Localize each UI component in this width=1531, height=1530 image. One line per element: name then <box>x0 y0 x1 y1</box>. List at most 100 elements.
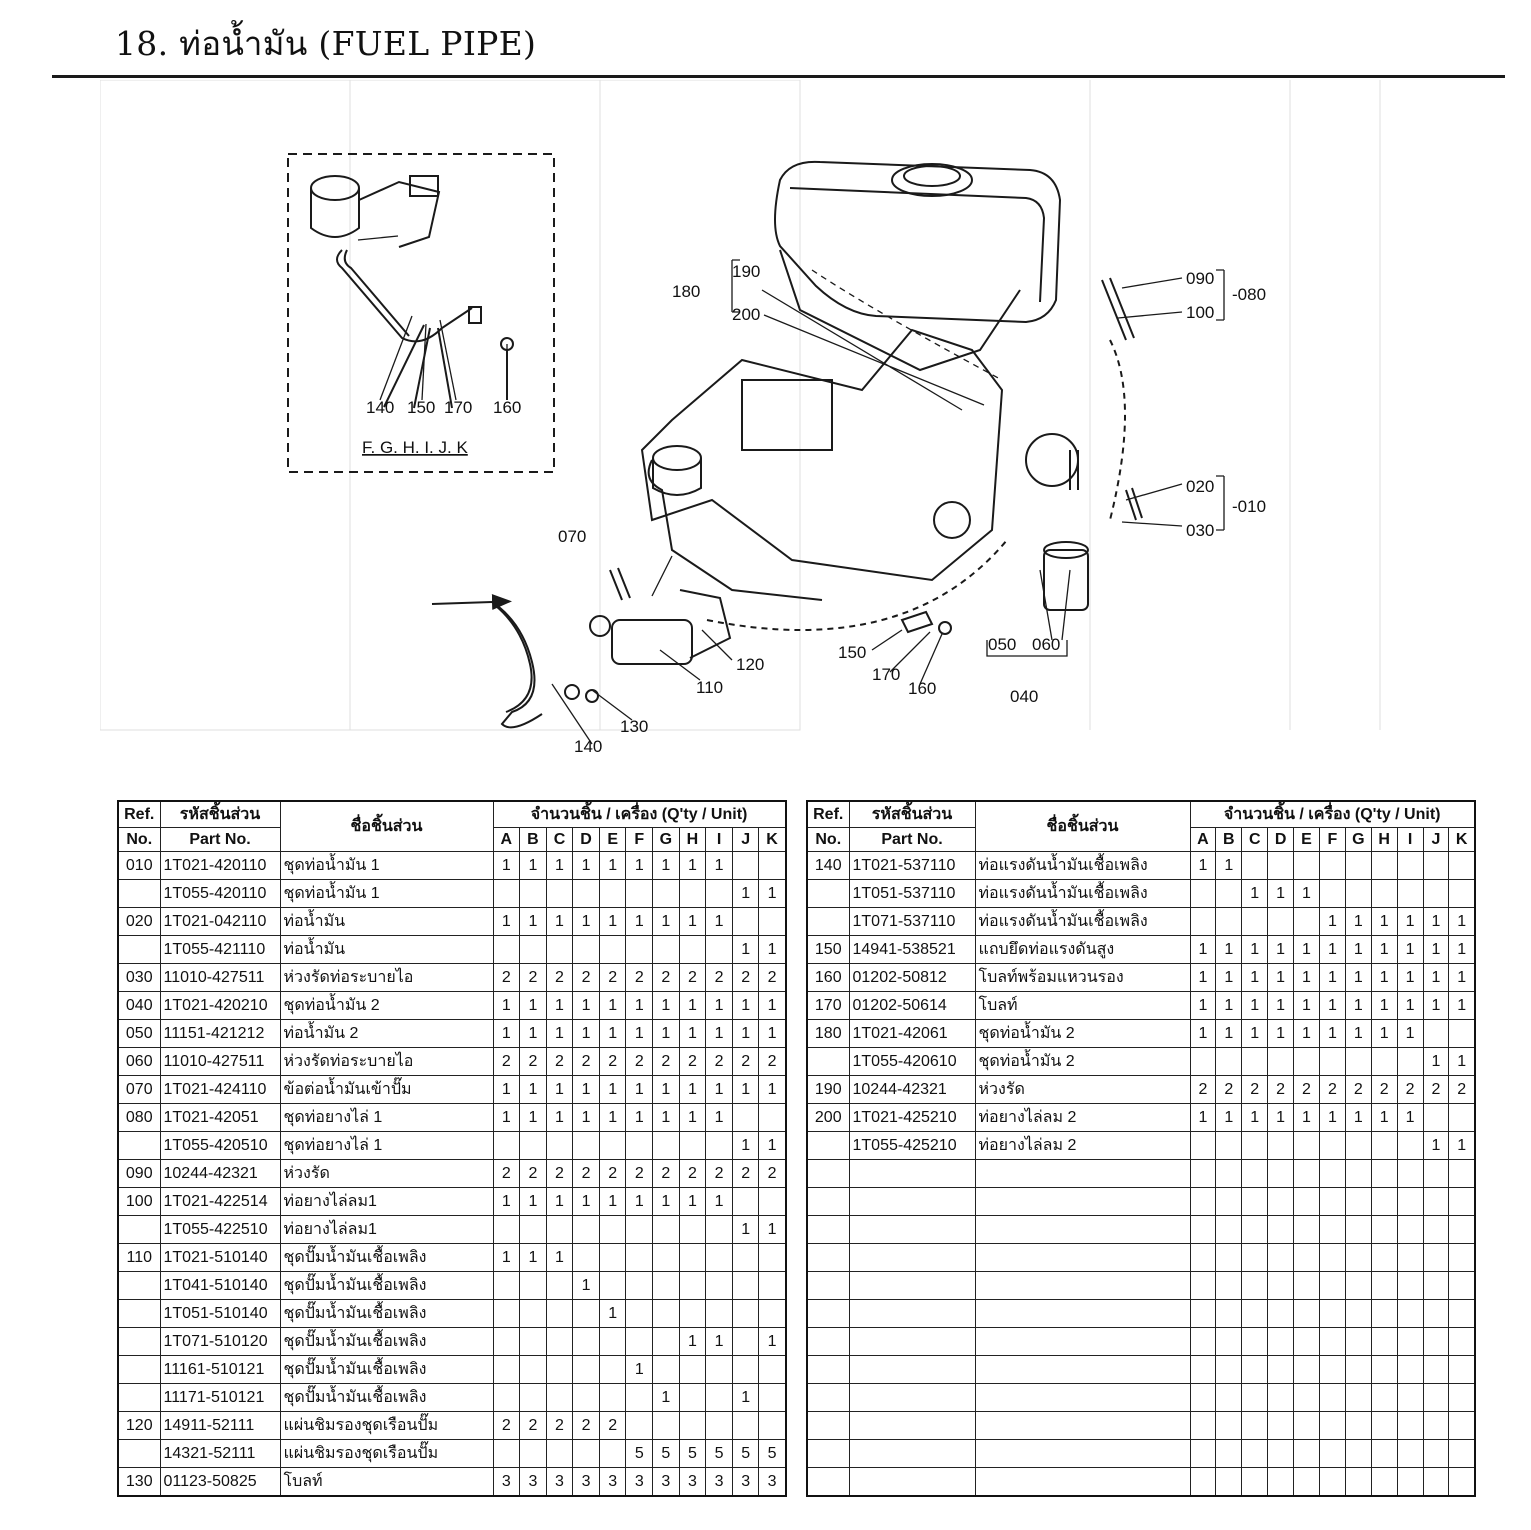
callout-060: 060 <box>1032 635 1060 654</box>
ref-cell: 170 <box>806 991 850 1020</box>
part-number-cell: 1T021-42051 <box>159 1103 281 1132</box>
qty-cell: 2 <box>625 1047 654 1076</box>
model-header-row: No. Part No. A B C D E F G H I J K <box>117 827 787 852</box>
qty-cell: 2 <box>492 1159 521 1188</box>
qty-cell <box>1318 1355 1346 1384</box>
qty-cell: 1 <box>731 1019 760 1048</box>
qty-cell <box>1448 1411 1476 1440</box>
ref-cell <box>806 1355 850 1384</box>
part-name-cell: ห่วงรัด <box>279 1159 494 1188</box>
qty-cell <box>1215 879 1243 908</box>
qty-cell <box>1370 1243 1398 1272</box>
qty-cell: 2 <box>705 963 733 992</box>
qty-cell: 1 <box>731 935 760 964</box>
part-name-cell: ชุดท่อน้ำมัน 1 <box>279 851 494 880</box>
model-b: B <box>1215 827 1243 852</box>
qty-cell <box>519 1355 547 1384</box>
qty-cell: 1 <box>1189 851 1217 880</box>
qty-cell: 2 <box>545 1411 574 1440</box>
ref-cell: 180 <box>806 1019 850 1048</box>
qty-cell: 2 <box>1344 1075 1372 1104</box>
qty-cell: 2 <box>758 1047 787 1076</box>
qty-cell: 1 <box>519 851 547 880</box>
qty-cell <box>705 879 733 908</box>
qty-cell <box>1215 1243 1243 1272</box>
qty-cell <box>519 1215 547 1244</box>
qty-cell: 1 <box>598 1187 627 1216</box>
qty-cell <box>1318 1467 1346 1497</box>
qty-cell: 1 <box>1189 1103 1217 1132</box>
qty-cell <box>1344 1467 1372 1497</box>
part-name-cell: ชุดปั๊มน้ำมันเชื้อเพลิง <box>279 1327 494 1356</box>
part-name-cell: โบลท์พร้อมแหวนรอง <box>974 963 1191 992</box>
qty-cell <box>1422 1439 1450 1468</box>
qty-cell: 3 <box>625 1467 654 1497</box>
qty-cell: 1 <box>492 851 521 880</box>
qty-cell: 1 <box>1241 963 1269 992</box>
qty-cell: 1 <box>1370 935 1398 964</box>
qty-cell: 1 <box>572 1187 600 1216</box>
part-number-cell: 1T055-420510 <box>159 1131 281 1160</box>
qty-cell <box>678 1215 707 1244</box>
qty-cell <box>1422 1159 1450 1188</box>
qty-cell: 2 <box>519 1159 547 1188</box>
qty-cell <box>519 1439 547 1468</box>
callout-070: 070 <box>558 527 586 546</box>
qty-cell: 1 <box>1215 963 1243 992</box>
inset-caption: F. G. H. I. J. K <box>362 438 468 457</box>
qty-cell <box>758 907 787 936</box>
callout-180: 180 <box>672 282 700 301</box>
qty-cell: 1 <box>731 1383 760 1412</box>
qty-cell <box>598 1131 627 1160</box>
qty-cell <box>731 1327 760 1356</box>
part-name-cell: ชุดปั๊มน้ำมันเชื้อเพลิง <box>279 1383 494 1412</box>
part-number-cell <box>848 1243 976 1272</box>
model-f: F <box>625 827 654 852</box>
qty-cell: 1 <box>1396 963 1424 992</box>
qty-cell <box>1189 1047 1217 1076</box>
qty-cell: 1 <box>705 1187 733 1216</box>
fuel-pipe-exploded-diagram: F. G. H. I. J. K 140 150 170 160 180 190… <box>287 153 1266 756</box>
qty-cell: 2 <box>1318 1075 1346 1104</box>
qty-cell <box>1241 1299 1269 1328</box>
part-name-cell <box>974 1383 1191 1412</box>
model-g: G <box>1344 827 1372 852</box>
qty-cell <box>545 1383 574 1412</box>
qty-cell: 1 <box>572 991 600 1020</box>
qty-cell: 1 <box>652 991 680 1020</box>
qty-cell <box>1344 879 1372 908</box>
part-header-en: Part No. <box>159 827 281 852</box>
qty-cell: 1 <box>678 1327 707 1356</box>
part-name-cell <box>974 1215 1191 1244</box>
qty-cell <box>1370 1467 1398 1497</box>
model-a: A <box>492 827 521 852</box>
qty-cell <box>1215 1411 1243 1440</box>
qty-cell: 1 <box>1344 991 1372 1020</box>
page-title: 18. ท่อน้ำมัน (FUEL PIPE) <box>115 24 537 63</box>
ref-cell <box>806 1271 850 1300</box>
qty-cell <box>678 879 707 908</box>
qty-cell <box>1396 1243 1424 1272</box>
model-g: G <box>652 827 680 852</box>
qty-cell: 1 <box>545 851 574 880</box>
qty-cell <box>1215 1355 1243 1384</box>
qty-cell: 1 <box>758 1019 787 1048</box>
qty-cell: 1 <box>1293 963 1320 992</box>
qty-cell <box>652 935 680 964</box>
qty-cell: 1 <box>1370 991 1398 1020</box>
qty-cell: 1 <box>1215 991 1243 1020</box>
qty-cell <box>492 1299 521 1328</box>
qty-cell <box>1267 1271 1295 1300</box>
qty-cell: 1 <box>652 1019 680 1048</box>
qty-cell <box>1396 1215 1424 1244</box>
qty-cell: 1 <box>731 1075 760 1104</box>
part-name-cell: แถบยึดท่อแรงดันสูง <box>974 935 1191 964</box>
ref-cell: 130 <box>117 1467 161 1497</box>
qty-cell <box>731 907 760 936</box>
qty-cell: 2 <box>519 1047 547 1076</box>
qty-cell <box>1370 1271 1398 1300</box>
part-number-cell: 1T041-510140 <box>159 1271 281 1300</box>
